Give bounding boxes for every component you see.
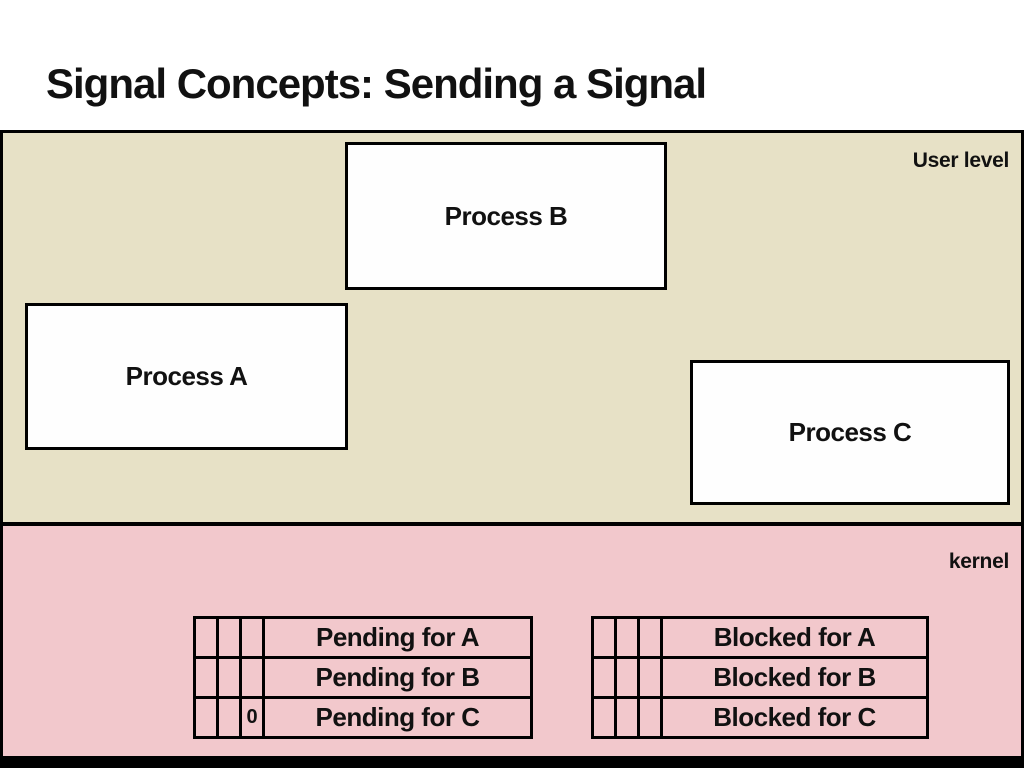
pending-b-bit-1 bbox=[219, 659, 239, 696]
slide-title: Signal Concepts: Sending a Signal bbox=[46, 60, 707, 107]
pending-c-bit-1 bbox=[219, 699, 239, 736]
blocked-c-label: Blocked for C bbox=[663, 699, 926, 736]
process-a-label: Process A bbox=[125, 361, 248, 391]
blocked-c-bit-1 bbox=[617, 699, 637, 736]
pending-b-bit-2 bbox=[242, 659, 262, 696]
kernel-region: kernel Pending for A Pending for B 0 Pen… bbox=[0, 522, 1024, 768]
pending-a-bit-1 bbox=[219, 619, 239, 656]
pending-a-bit-0 bbox=[196, 619, 216, 656]
pending-c-label: Pending for C bbox=[265, 699, 530, 736]
pending-a-bit-2 bbox=[242, 619, 262, 656]
user-level-region: User level Process B Process A Process C bbox=[0, 130, 1024, 522]
kernel-label: kernel bbox=[948, 550, 1009, 573]
process-c-label: Process C bbox=[788, 417, 912, 447]
pending-c-bit-2: 0 bbox=[242, 699, 262, 736]
blocked-b-bit-0 bbox=[594, 659, 614, 696]
blocked-a-label: Blocked for A bbox=[663, 619, 926, 656]
blocked-signals-table: Blocked for A Blocked for B Blocked for … bbox=[591, 616, 929, 739]
blocked-a-bit-2 bbox=[640, 619, 660, 656]
process-a-box: Process A bbox=[25, 303, 348, 450]
process-c-box: Process C bbox=[690, 360, 1010, 505]
blocked-b-bit-2 bbox=[640, 659, 660, 696]
pending-b-label: Pending for B bbox=[265, 659, 530, 696]
process-b-label: Process B bbox=[444, 200, 568, 231]
pending-b-bit-0 bbox=[196, 659, 216, 696]
blocked-c-bit-2 bbox=[640, 699, 660, 736]
pending-c-bit-0 bbox=[196, 699, 216, 736]
pending-signals-table: Pending for A Pending for B 0 Pending fo… bbox=[193, 616, 533, 739]
blocked-c-bit-0 bbox=[594, 699, 614, 736]
blocked-a-bit-1 bbox=[617, 619, 637, 656]
user-level-label: User level bbox=[912, 149, 1010, 172]
blocked-b-bit-1 bbox=[617, 659, 637, 696]
blocked-b-label: Blocked for B bbox=[663, 659, 926, 696]
blocked-a-bit-0 bbox=[594, 619, 614, 656]
pending-a-label: Pending for A bbox=[265, 619, 530, 656]
process-b-box: Process B bbox=[345, 142, 667, 290]
